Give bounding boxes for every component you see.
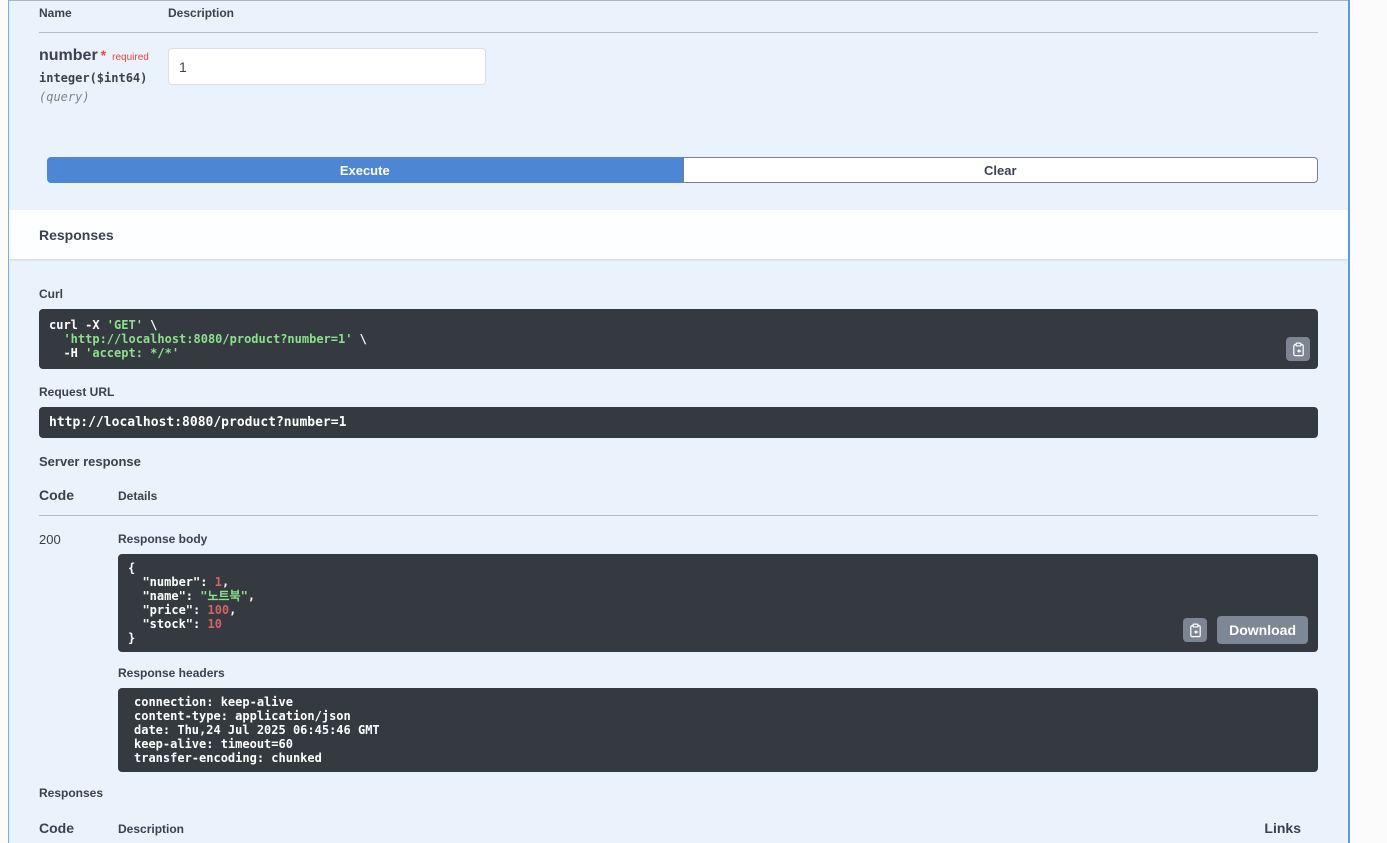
parameter-value-input[interactable] — [168, 48, 486, 85]
parameter-type: integer($int64) — [39, 71, 148, 85]
execute-button[interactable]: Execute — [47, 157, 683, 183]
download-button[interactable]: Download — [1217, 616, 1308, 644]
copy-response-button[interactable] — [1183, 618, 1208, 642]
responses-title: Responses — [39, 226, 114, 243]
curl-command-block: curl -X 'GET' \ 'http://localhost:8080/p… — [39, 309, 1318, 369]
curl-command: curl -X 'GET' \ 'http://localhost:8080/p… — [49, 318, 367, 360]
required-star: * — [100, 47, 107, 63]
parameter-row: number* required integer($int64) (query) — [39, 33, 1318, 119]
request-url-value: http://localhost:8080/product?number=1 — [49, 415, 347, 430]
responses-links-column-header: Links — [1264, 820, 1301, 836]
parameter-name-line: number* required — [39, 47, 168, 65]
parameter-meta: number* required integer($int64) (query) — [39, 47, 168, 119]
responses-table-header: Code Description Links — [39, 820, 1318, 843]
request-url-block: http://localhost:8080/product?number=1 — [39, 407, 1318, 438]
responses-table-label: Responses — [39, 786, 104, 800]
clipboard-copy-icon — [1189, 623, 1201, 637]
parameter-name: number — [39, 47, 98, 64]
response-body-label: Response body — [118, 532, 208, 546]
response-body-json: { "number": 1, "name": "노트북", "price": 1… — [128, 561, 256, 645]
responses-code-column-header: Code — [39, 820, 74, 836]
param-name-column-header: Name — [39, 6, 72, 20]
parameters-table-header: Name Description — [39, 1, 1318, 33]
details-column-header: Details — [118, 489, 158, 503]
response-headers-label: Response headers — [118, 666, 225, 680]
execute-button-group: Execute Clear — [47, 157, 1318, 183]
copy-curl-button[interactable] — [1286, 337, 1310, 361]
response-body-block: { "number": 1, "name": "노트북", "price": 1… — [118, 554, 1318, 652]
status-code: 200 — [39, 532, 61, 547]
curl-label: Curl — [39, 287, 63, 301]
clipboard-copy-icon — [1292, 342, 1304, 356]
operation-block: Name Description number* required integer… — [8, 0, 1350, 843]
server-response-table-header: Code Details — [39, 487, 1318, 516]
required-label: required — [112, 52, 149, 63]
top-divider — [9, 0, 1348, 1]
response-body-actions: Download — [1183, 616, 1308, 644]
response-details: Response body { "number": 1, "name": "노트… — [118, 532, 1318, 772]
parameters-section: Name Description number* required integer… — [9, 1, 1348, 119]
response-headers-text: connection: keep-alive content-type: app… — [134, 695, 380, 765]
responses-description-column-header: Description — [118, 822, 185, 836]
responses-section-header: Responses — [9, 210, 1348, 259]
server-response-label: Server response — [39, 454, 141, 469]
parameter-location: (query) — [39, 90, 90, 104]
responses-body: Curl curl -X 'GET' \ 'http://localhost:8… — [9, 259, 1348, 843]
clear-button[interactable]: Clear — [682, 157, 1318, 183]
request-url-label: Request URL — [39, 385, 115, 399]
code-column-header: Code — [39, 487, 74, 503]
parameter-value-cell — [168, 47, 486, 119]
param-description-column-header: Description — [168, 6, 235, 20]
response-headers-block: connection: keep-alive content-type: app… — [118, 688, 1318, 772]
server-response-row: 200 Response body { "number": 1, "name":… — [39, 516, 1318, 772]
